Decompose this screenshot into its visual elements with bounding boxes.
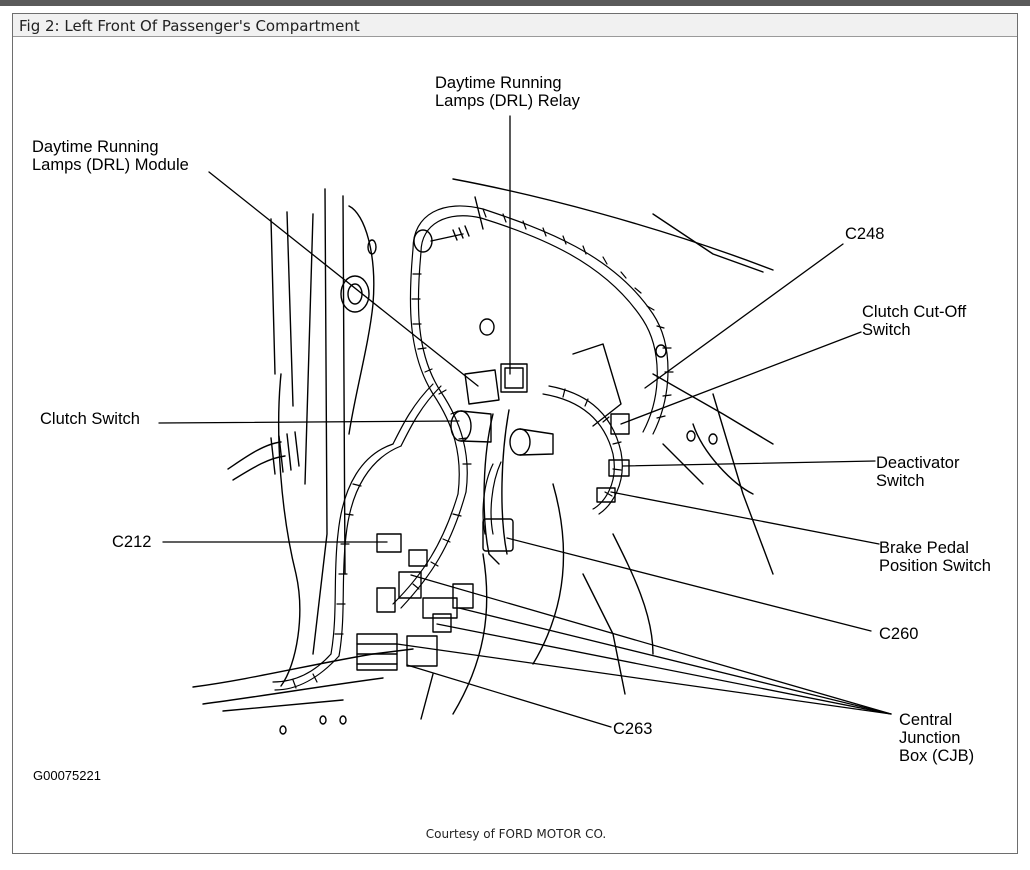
leader-cjb [396, 574, 892, 715]
label-deactivator: Deactivator Switch [876, 454, 960, 490]
figure-id: G00075221 [33, 768, 101, 783]
leader-c263 [406, 664, 612, 728]
figure-title-bar: Fig 2: Left Front Of Passenger's Compart… [13, 14, 1017, 37]
wiring-harnesses [272, 205, 674, 691]
label-c212: C212 [112, 533, 152, 551]
leader-brake-pedal [610, 491, 880, 545]
label-c260: C260 [879, 625, 919, 643]
window-top-bar [0, 0, 1030, 6]
label-clutch-cutoff: Clutch Cut-Off Switch [862, 303, 967, 339]
leader-drl-module [208, 171, 479, 387]
label-c248: C248 [845, 225, 885, 243]
label-c263: C263 [613, 720, 653, 738]
leader-clutch-cutoff [620, 331, 862, 425]
credit-line: Courtesy of FORD MOTOR CO. [425, 827, 607, 841]
leader-c260 [506, 537, 872, 632]
leader-clutch-switch [158, 420, 460, 424]
wiring-illustration [158, 115, 892, 735]
label-drl-relay: Daytime Running Lamps (DRL) Relay [435, 74, 580, 110]
label-brake-pedal: Brake Pedal Position Switch [879, 539, 991, 575]
body-panels [192, 178, 774, 735]
label-cjb: Central Junction Box (CJB) [899, 711, 975, 765]
leader-lines [158, 115, 892, 728]
figure-frame: Fig 2: Left Front Of Passenger's Compart… [12, 13, 1018, 854]
label-clutch-switch: Clutch Switch [40, 410, 140, 428]
label-drl-module: Daytime Running Lamps (DRL) Module [32, 138, 189, 174]
figure-title: Fig 2: Left Front Of Passenger's Compart… [19, 17, 360, 35]
leader-c248 [644, 243, 844, 389]
leader-deactivator [622, 460, 876, 467]
